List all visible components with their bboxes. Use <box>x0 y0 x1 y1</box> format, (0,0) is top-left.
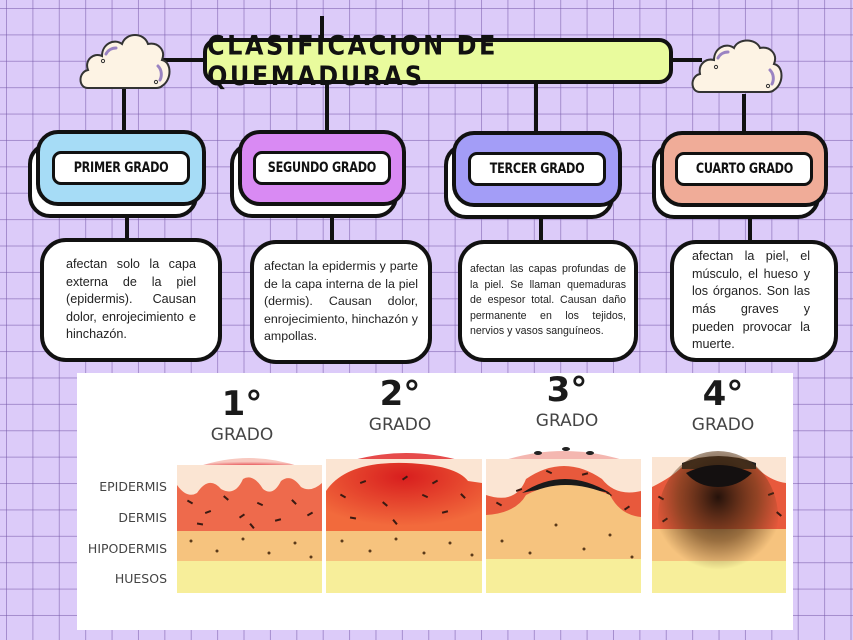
connector-top <box>320 16 324 40</box>
category-face: CUARTO GRADO <box>660 131 828 207</box>
category-pill: SEGUNDO GRADO <box>253 151 391 185</box>
connector-cloud-left-title <box>160 58 206 62</box>
connector-cuarto-desc <box>748 214 752 242</box>
description-text: afectan las capas profundas de la piel. … <box>470 263 626 338</box>
description-text: afectan la epidermis y parte de la capa … <box>264 259 418 344</box>
degree-3-heading: 3° GRADO <box>532 373 602 431</box>
category-pill: CUARTO GRADO <box>675 152 813 186</box>
burn-degrees-illustration: 1° GRADO 2° GRADO 3° GRADO 4° GRADO EPID… <box>77 373 793 630</box>
category-cuarto-grado: CUARTO GRADO <box>652 131 828 219</box>
cloud-icon-left <box>79 34 171 89</box>
layer-label-huesos: HUESOS <box>114 571 167 586</box>
cloud-icon-right <box>691 39 783 93</box>
description-segundo-grado: afectan la epidermis y parte de la capa … <box>250 240 432 364</box>
skin-panel-4 <box>652 447 786 593</box>
skin-panel-3 <box>486 445 641 593</box>
category-label: CUARTO GRADO <box>695 161 793 177</box>
connector-tercer-desc <box>539 214 543 242</box>
description-cuarto-grado: afectan la piel, el músculo, el hueso y … <box>670 240 838 362</box>
degree-label: GRADO <box>368 415 432 435</box>
degree-number: 2° <box>379 374 421 414</box>
category-face: TERCER GRADO <box>452 131 622 207</box>
title-box: CLASIFICACION DE QUEMADURAS <box>203 30 673 92</box>
page-title: CLASIFICACION DE QUEMADURAS <box>207 30 498 92</box>
description-tercer-grado: afectan las capas profundas de la piel. … <box>458 240 638 362</box>
connector-title-segundo <box>325 82 329 132</box>
layer-label-hipodermis: HIPODERMIS <box>87 541 167 556</box>
description-text: afectan solo la capa externa de la piel … <box>66 257 196 342</box>
degree-4-heading: 4° GRADO <box>688 377 758 435</box>
category-pill: PRIMER GRADO <box>52 151 190 185</box>
category-face: PRIMER GRADO <box>36 130 206 206</box>
connector-title-cloud-right <box>672 58 702 62</box>
category-primer-grado: PRIMER GRADO <box>28 130 206 218</box>
category-label: PRIMER GRADO <box>73 160 169 176</box>
layer-label-dermis: DERMIS <box>118 510 167 525</box>
category-face: SEGUNDO GRADO <box>238 130 406 206</box>
category-label: SEGUNDO GRADO <box>267 160 377 176</box>
description-primer-grado: afectan solo la capa externa de la piel … <box>40 238 222 362</box>
degree-number: 4° <box>702 374 744 414</box>
connector-title-tercer <box>534 82 538 132</box>
degree-label: GRADO <box>691 415 755 435</box>
connector-cloud-right-cuarto <box>742 94 746 132</box>
category-label: TERCER GRADO <box>489 161 585 177</box>
description-text: afectan la piel, el músculo, el hueso y … <box>692 249 810 352</box>
degree-label: GRADO <box>535 411 599 431</box>
degree-label: GRADO <box>210 425 274 445</box>
degree-number: 3° <box>546 370 588 410</box>
category-segundo-grado: SEGUNDO GRADO <box>230 130 406 218</box>
skin-panel-2 <box>326 451 482 593</box>
degree-1-heading: 1° GRADO <box>207 387 277 445</box>
skin-panel-1 <box>177 453 322 593</box>
degree-2-heading: 2° GRADO <box>365 377 435 435</box>
connector-segundo-desc <box>330 214 334 242</box>
connector-cloud-left-primer <box>122 86 126 132</box>
connector-primer-desc <box>125 214 129 242</box>
layer-label-epidermis: EPIDERMIS <box>99 479 167 494</box>
category-pill: TERCER GRADO <box>468 152 606 186</box>
degree-number: 1° <box>221 384 263 424</box>
category-tercer-grado: TERCER GRADO <box>444 131 622 219</box>
